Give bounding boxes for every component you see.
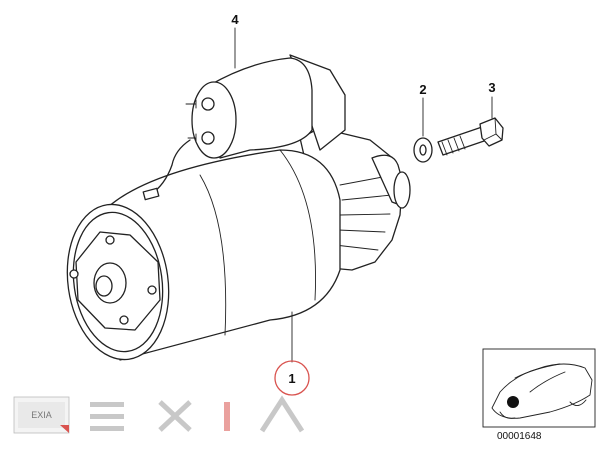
terminal-stud-upper [185, 99, 197, 109]
watermark-letter-x [158, 400, 192, 432]
drive-pinion [393, 171, 411, 209]
callout-1-highlight [274, 360, 310, 396]
location-inset: 00001648 [482, 348, 596, 442]
washer-hole [419, 144, 427, 156]
callout-2: 2 [419, 82, 426, 97]
field-cable [149, 139, 191, 196]
drive-housing-ribs [334, 175, 393, 251]
cable-lug [142, 187, 160, 201]
end-bolt-top [105, 235, 115, 245]
solenoid-terminal-lower [201, 131, 215, 145]
watermark-letter-e [90, 402, 124, 431]
bolt-head-face [483, 117, 503, 141]
callout-3: 3 [488, 80, 495, 95]
starter-motor [66, 127, 411, 361]
solenoid-terminal-upper [201, 97, 215, 111]
watermark-badge-text: EXIA [31, 410, 52, 420]
engine-location-marker [507, 396, 519, 408]
solenoid-cap [191, 81, 237, 159]
end-bolt-right [147, 285, 157, 295]
watermark-badge-inner [18, 402, 65, 428]
car-windshield [514, 363, 566, 393]
callout-1: 1 [288, 371, 295, 386]
end-bolt-left [69, 269, 79, 279]
car-wheel-front [499, 411, 516, 419]
leader-lines [234, 27, 493, 363]
callouts: 1 2 3 4 [231, 12, 496, 396]
washer [413, 137, 433, 163]
end-boss-center [95, 275, 113, 297]
bolt [437, 117, 504, 156]
bolt-thread [441, 135, 466, 156]
motor-housing-edge [279, 149, 316, 301]
end-bolt-bottom [119, 315, 129, 325]
solenoid [142, 54, 346, 201]
watermark-letter-i [224, 402, 230, 431]
solenoid-body [209, 57, 313, 159]
motor-housing-seam [199, 174, 227, 336]
watermark: EXIA [13, 395, 305, 434]
callout-4: 4 [231, 12, 239, 27]
reference-number: 00001648 [497, 431, 542, 442]
watermark-badge-accent [60, 425, 69, 433]
car-wheel-rear [569, 399, 587, 406]
terminal-stud-lower [187, 133, 197, 143]
watermark-letter-a [259, 395, 305, 433]
